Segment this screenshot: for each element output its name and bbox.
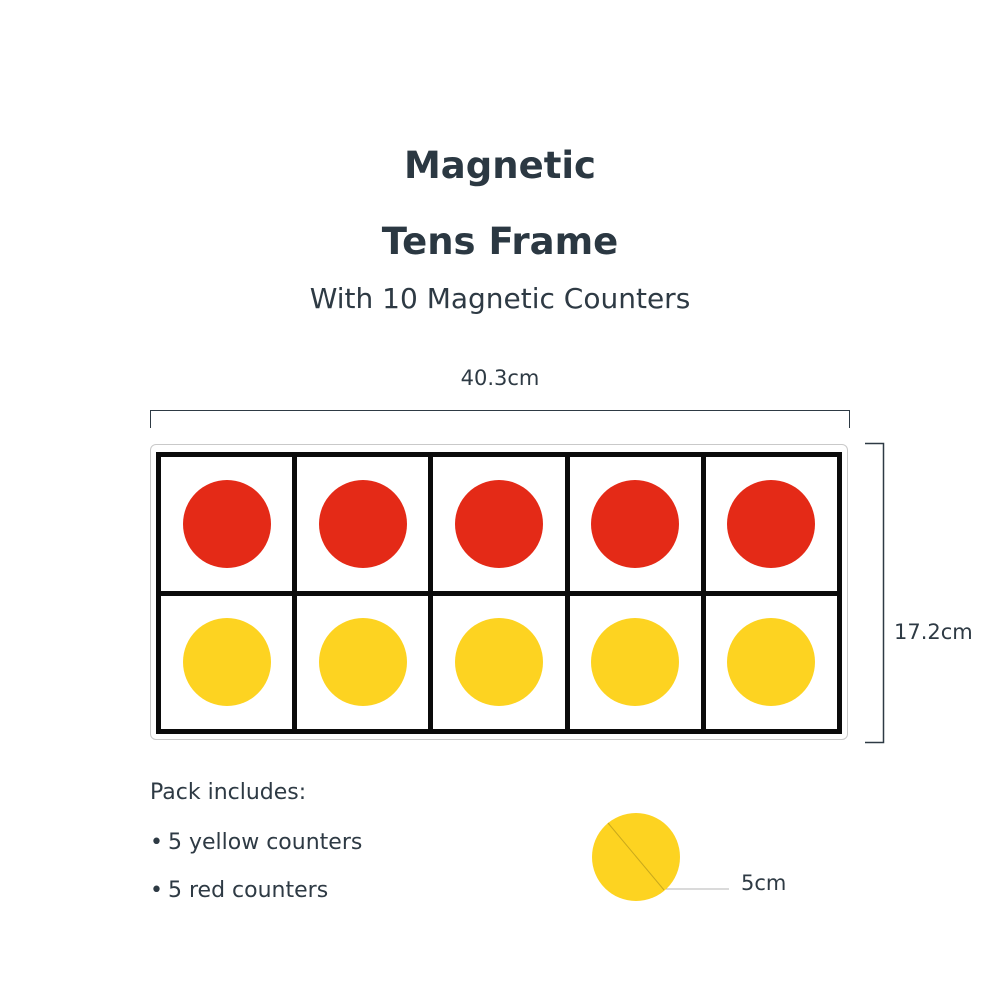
red-counter — [182, 479, 271, 568]
pack-item: •5 red counters — [150, 874, 362, 922]
red-counter — [454, 479, 543, 568]
title-line-2: Tens Frame — [381, 220, 619, 263]
red-counter — [727, 479, 816, 568]
frame-cell — [433, 457, 565, 591]
red-counter — [591, 479, 680, 568]
counter-size-label: 5cm — [741, 871, 787, 895]
yellow-counter — [318, 618, 407, 707]
frame-cell — [569, 457, 701, 591]
bullet: • — [150, 878, 163, 903]
frame-cell — [433, 595, 565, 729]
height-bracket — [865, 442, 885, 744]
pack-list: •5 yellow counters•5 red counters — [150, 826, 362, 922]
red-counter — [318, 479, 407, 568]
pack-item-label: 5 red counters — [168, 878, 329, 903]
yellow-counter — [727, 618, 816, 707]
frame-cell — [161, 457, 293, 591]
frame-cell — [297, 457, 429, 591]
pack-item-label: 5 yellow counters — [168, 830, 363, 855]
pack-item: •5 yellow counters — [150, 826, 362, 874]
subtitle: With 10 Magnetic Counters — [309, 282, 691, 315]
title-line-1: Magnetic — [403, 144, 596, 187]
width-dimension-label: 40.3cm — [460, 366, 540, 390]
yellow-counter — [454, 618, 543, 707]
frame-cell — [569, 595, 701, 729]
width-bracket — [150, 410, 850, 428]
yellow-counter — [591, 618, 680, 707]
pack-title: Pack includes: — [150, 780, 307, 805]
page-title: Magnetic Tens Frame — [0, 128, 1000, 280]
bullet: • — [150, 830, 163, 855]
height-dimension-label: 17.2cm — [894, 620, 973, 644]
tens-frame-grid — [156, 452, 842, 734]
frame-cell — [161, 595, 293, 729]
yellow-counter — [182, 618, 271, 707]
frame-cell — [705, 457, 837, 591]
frame-cell — [297, 595, 429, 729]
frame-cell — [705, 595, 837, 729]
